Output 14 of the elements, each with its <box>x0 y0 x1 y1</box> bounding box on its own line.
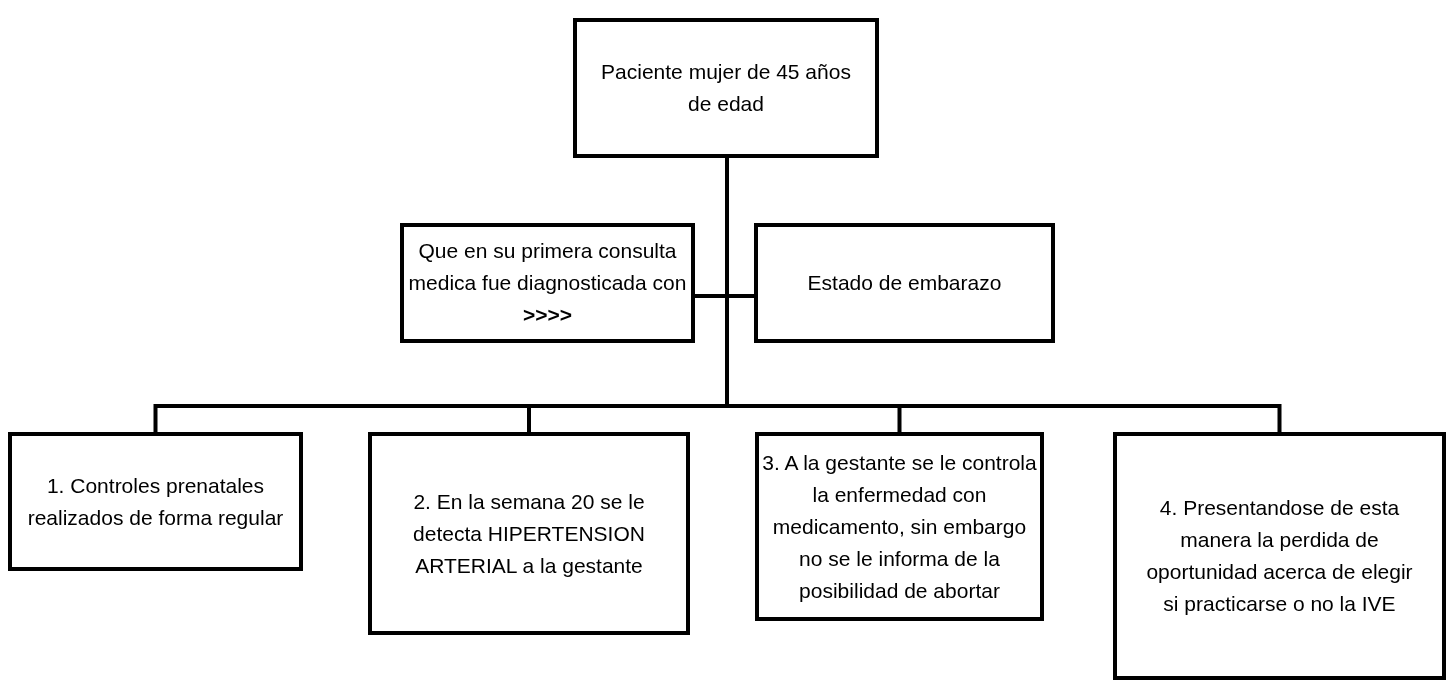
box-text: 3. A la gestante se le controla la enfermedad con medicamento, sin embargo no se le informa de la posibilidad de abortar <box>761 449 1038 604</box>
text-box <box>8 432 303 571</box>
text-box <box>754 223 1055 343</box>
box-text: 2. En la semana 20 se le detecta HIPERTENSION ARTERIAL a la gestante <box>412 488 646 579</box>
box-text: Paciente mujer de 45 años de edad <box>601 59 851 117</box>
text-box <box>368 432 690 635</box>
box-text: Estado de embarazo <box>806 270 1003 296</box>
box-text: Que en su primera consulta medica fue diagnosticada con >>>> <box>407 238 688 328</box>
box-text: 1. Controles prenatales realizados de forma regular <box>26 472 285 531</box>
text-box <box>573 18 879 158</box>
text-box <box>755 432 1044 621</box>
text-box <box>1113 432 1446 680</box>
box-text: 4. Presentandose de esta manera la perdida de oportunidad acerca de elegir si practicarse o no la IVE <box>1145 495 1414 617</box>
text-box <box>400 223 695 343</box>
